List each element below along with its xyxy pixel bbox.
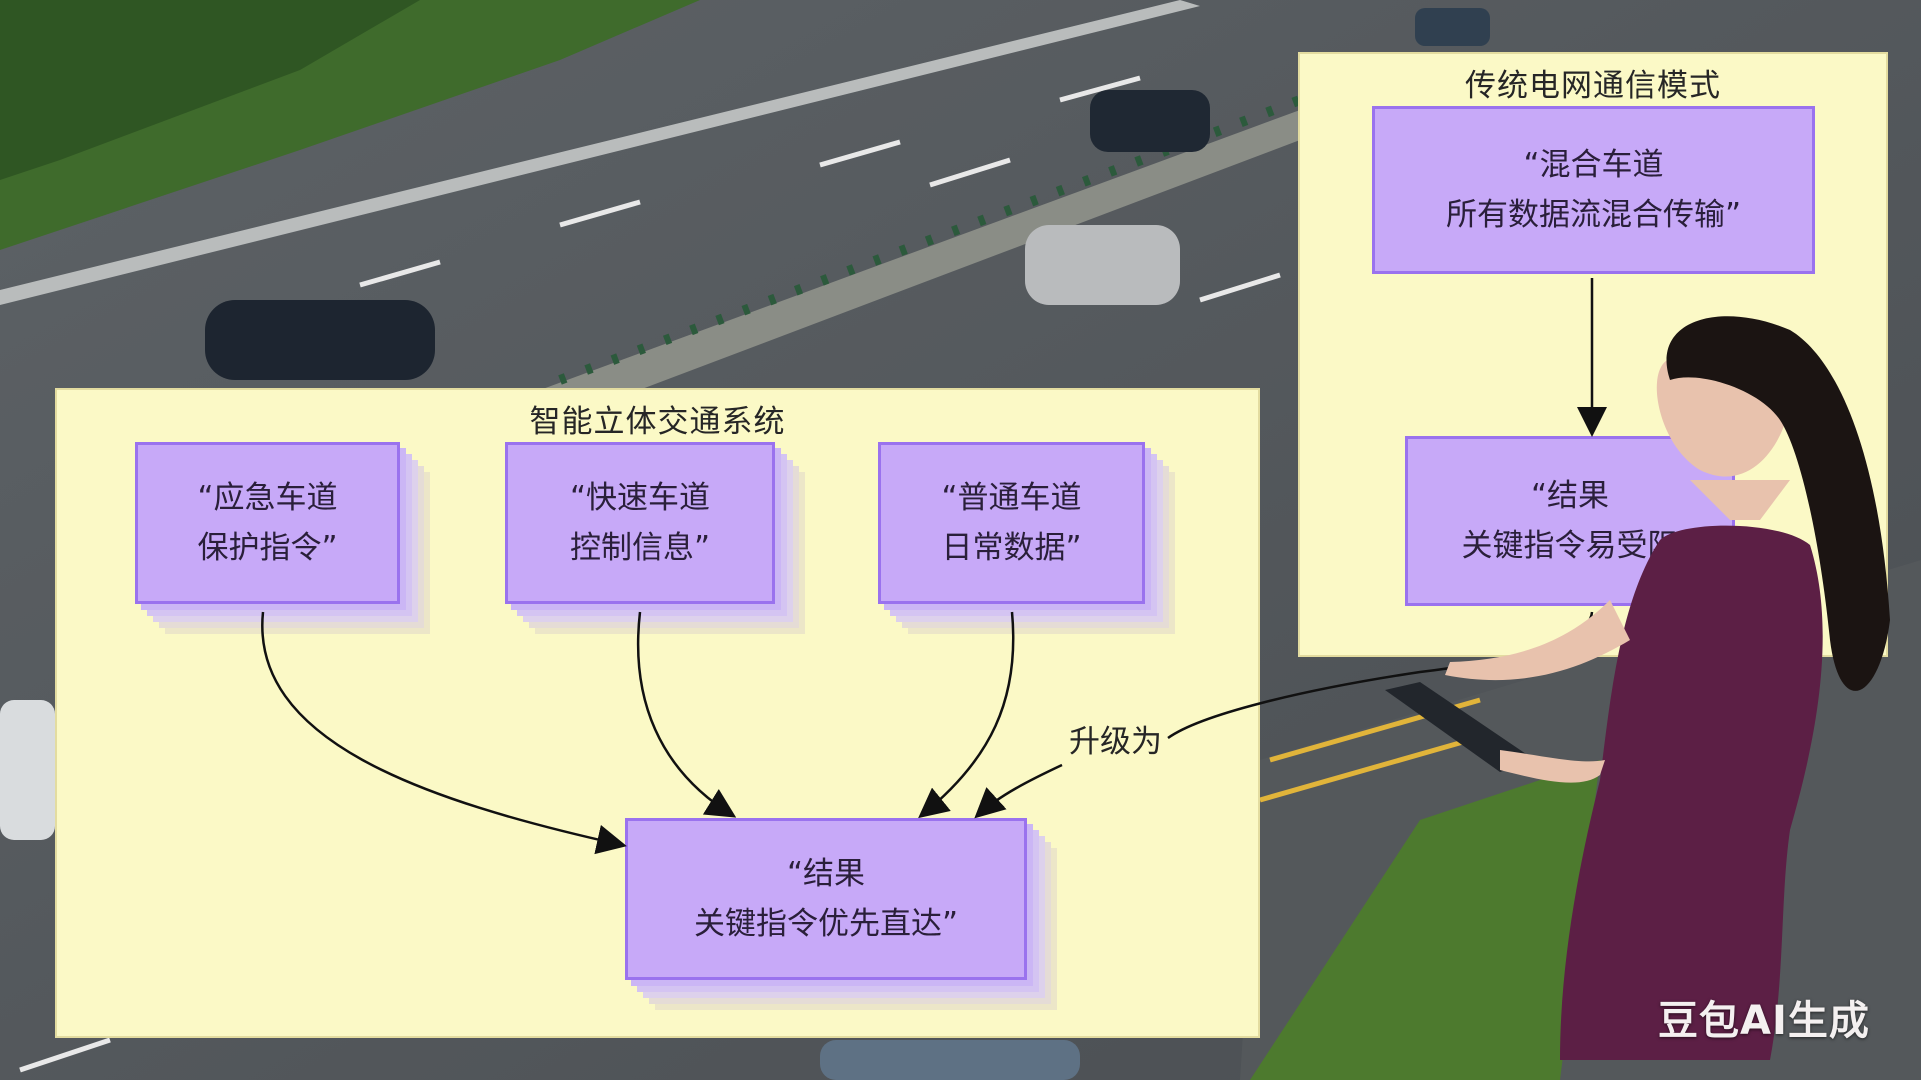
mixed-lane-node-line1: “混合车道: [1523, 147, 1664, 183]
priority-result-node: “结果 关键指令优先直达”: [625, 818, 1027, 980]
upgrade-edge-label: 升级为: [1065, 716, 1166, 761]
regular-lane-node: “普通车道 日常数据”: [878, 442, 1145, 604]
emergency-lane-node: “应急车道 保护指令”: [135, 442, 400, 604]
mixed-lane-node-line2: 所有数据流混合传输”: [1445, 197, 1742, 233]
smart-traffic-panel-title: 智能立体交通系统: [529, 404, 786, 440]
emergency-lane-node-line1: “应急车道: [197, 480, 338, 516]
blocked-result-node-line2: 关键指令易受阻: [1461, 528, 1679, 564]
traditional-grid-panel-title: 传统电网通信模式: [1465, 68, 1721, 104]
emergency-lane-node-line2: 保护指令”: [197, 530, 338, 566]
ai-generated-watermark: 豆包AI生成: [1658, 998, 1870, 1044]
express-lane-node: “快速车道 控制信息”: [505, 442, 775, 604]
regular-lane-node-line1: “普通车道: [941, 480, 1082, 516]
express-lane-node-line2: 控制信息”: [569, 530, 711, 566]
express-lane-node-line1: “快速车道: [569, 480, 711, 516]
mixed-lane-node: “混合车道 所有数据流混合传输”: [1372, 106, 1815, 274]
priority-result-node-line1: “结果: [786, 856, 866, 892]
blocked-result-node-line1: “结果: [1530, 478, 1610, 514]
blocked-result-node: “结果 关键指令易受阻: [1405, 436, 1735, 606]
regular-lane-node-line2: 日常数据”: [941, 530, 1082, 566]
priority-result-node-line2: 关键指令优先直达”: [693, 906, 959, 942]
